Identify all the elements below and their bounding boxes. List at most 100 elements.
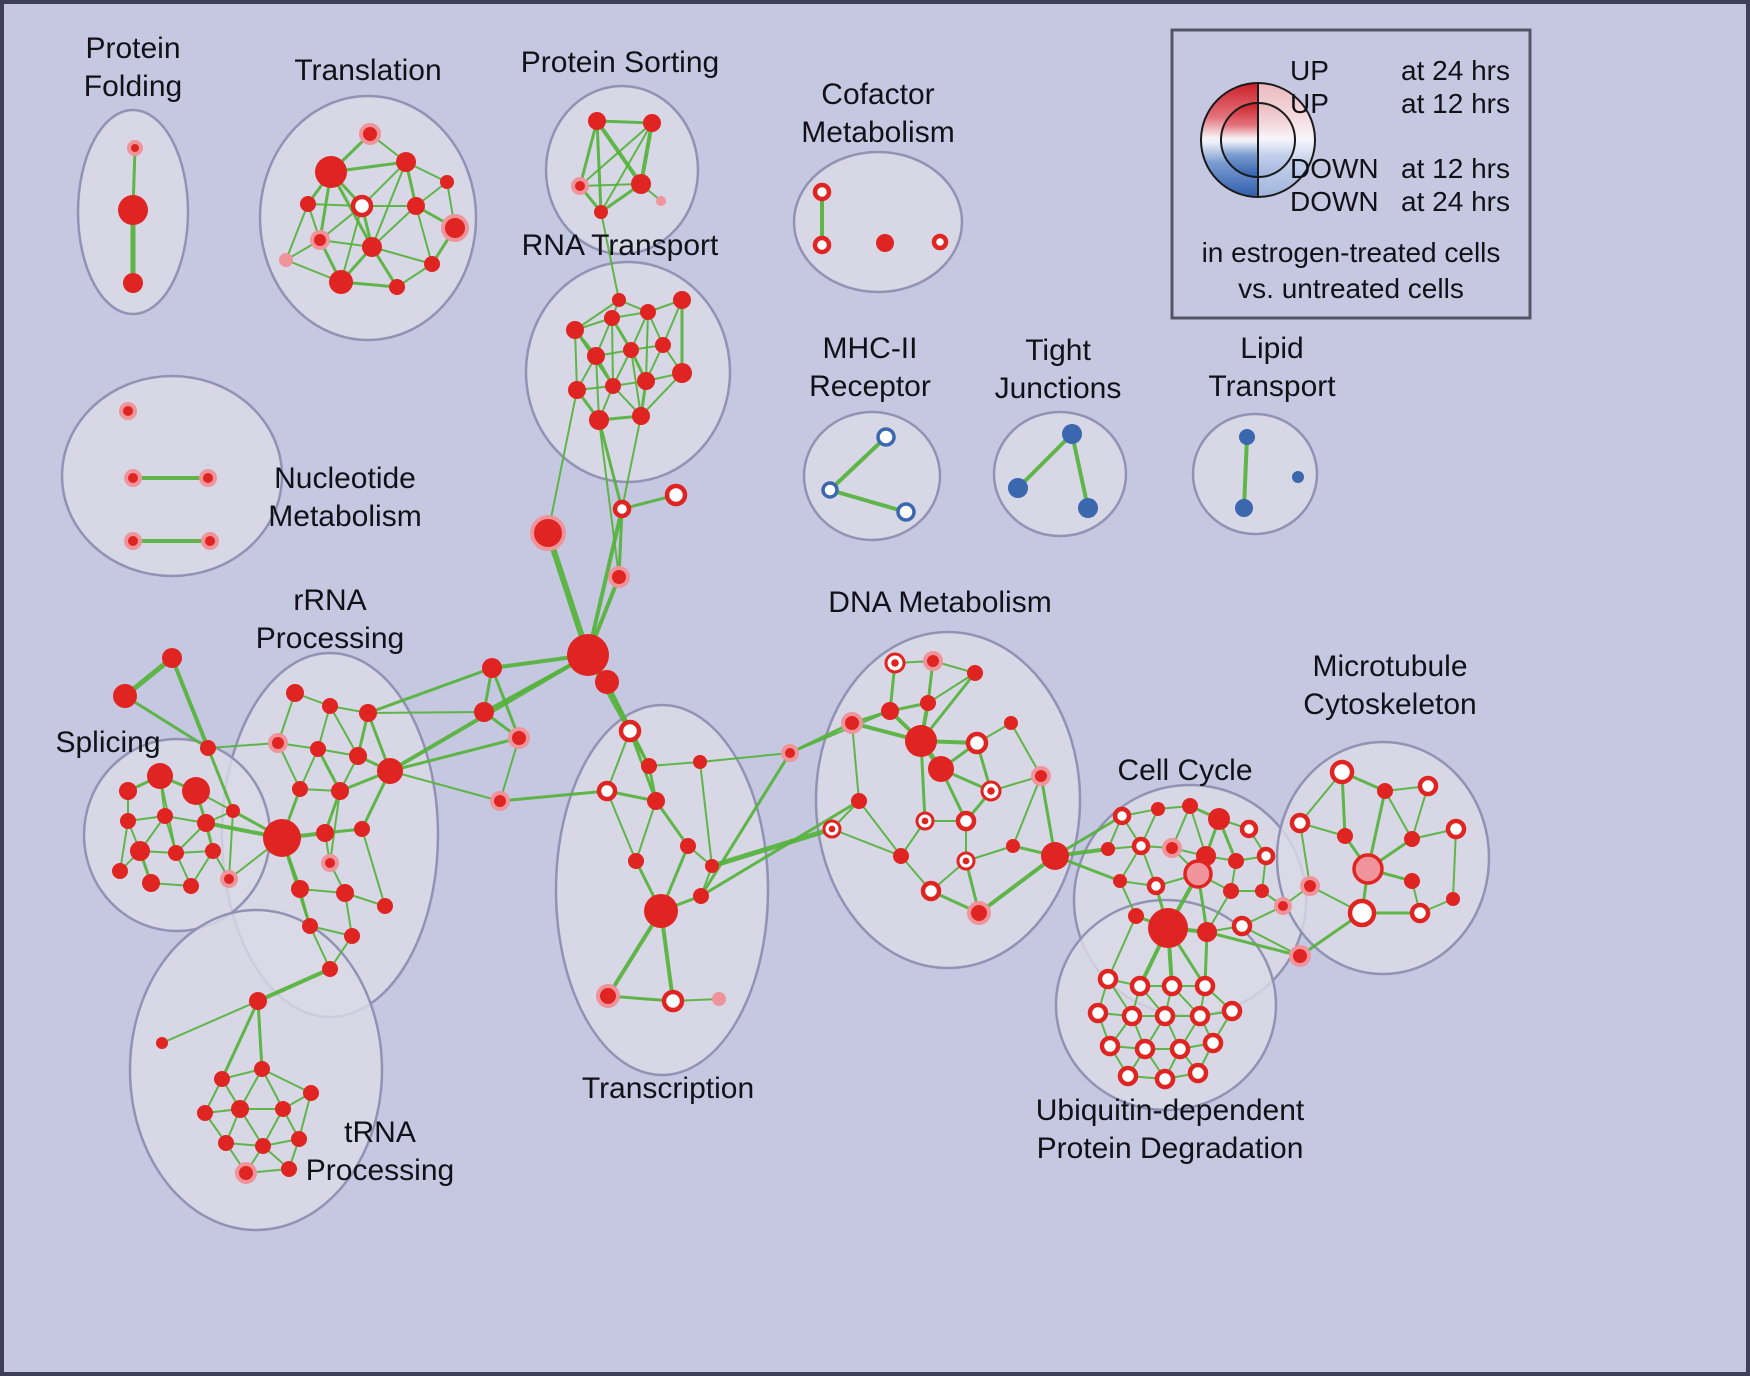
edge-mt2-mt6 xyxy=(1384,790,1413,840)
node-sp1 xyxy=(119,782,137,800)
node-mt5 xyxy=(1337,828,1353,844)
node-circle-dm10 xyxy=(1004,716,1018,730)
node-circle-c7 xyxy=(482,658,502,678)
node-c2 xyxy=(612,499,632,519)
cluster-label-protein-folding: Protein xyxy=(85,32,180,65)
node-sp13 xyxy=(112,863,128,879)
node-circle-tr4 xyxy=(440,175,454,189)
edge-tc8-dm16 xyxy=(709,826,835,869)
node-circle-rr14 xyxy=(291,880,309,898)
edge-mt4-mt10 xyxy=(1299,822,1311,887)
node-circle-dm19 xyxy=(1006,839,1020,853)
node-circle-dm9 xyxy=(965,731,989,755)
edge-tr7-tr11 xyxy=(371,205,417,248)
node-cm1 xyxy=(812,182,832,202)
node-circle-dm11 xyxy=(1031,766,1051,786)
node-circle-rt13 xyxy=(632,407,650,425)
cluster-label-splicing: Splicing xyxy=(55,726,160,759)
cluster-label-cofactor-metabolism: Metabolism xyxy=(801,116,954,149)
legend-time-label: at 24 hrs xyxy=(1401,55,1510,86)
node-dm11 xyxy=(1031,766,1051,786)
node-circle-sp4 xyxy=(120,813,136,829)
node-dot-dm1 xyxy=(891,659,899,667)
edge-rr9-rr13 xyxy=(329,790,341,864)
node-circle-c12 xyxy=(1041,842,1069,870)
node-cc1 xyxy=(1112,806,1132,826)
node-rr15 xyxy=(336,884,354,902)
node-circle-cm2 xyxy=(812,235,832,255)
node-cc20 xyxy=(1128,908,1144,924)
node-circle-rr17 xyxy=(344,928,360,944)
node-mh2 xyxy=(821,481,839,499)
cluster-label-transcription: Transcription xyxy=(582,1072,754,1105)
node-circle-ub2 xyxy=(1129,975,1151,997)
node-cc10 xyxy=(1228,853,1244,869)
node-ub8 xyxy=(1189,1005,1211,1027)
node-rt2 xyxy=(604,310,620,326)
node-tc11 xyxy=(596,984,620,1008)
node-circle-rr19 xyxy=(322,961,338,977)
node-circle-ub6 xyxy=(1121,1005,1143,1027)
node-circle-pf3 xyxy=(123,273,143,293)
node-tc6 xyxy=(680,838,696,854)
legend-inner-left-half xyxy=(1221,103,1258,177)
node-ub2 xyxy=(1129,975,1151,997)
node-circle-mt10 xyxy=(1300,876,1320,896)
node-circle-dm7 xyxy=(905,725,937,757)
node-ub5 xyxy=(1087,1002,1109,1024)
node-dot-dm18 xyxy=(962,857,970,865)
node-circle-c8 xyxy=(474,702,494,722)
node-circle-sp10 xyxy=(205,843,221,859)
node-dm21 xyxy=(967,901,991,925)
node-sp7 xyxy=(226,804,240,818)
edge-rr2-rr6 xyxy=(329,705,359,757)
node-circle-cc7 xyxy=(1131,836,1151,856)
node-cc14 xyxy=(1183,859,1213,889)
node-tc3 xyxy=(596,780,618,802)
edge-tj1-tj3 xyxy=(1070,432,1090,510)
node-lt3 xyxy=(1292,471,1304,483)
node-circle-ps4 xyxy=(631,174,651,194)
node-rr1 xyxy=(286,684,304,702)
edge-ps1-ps5 xyxy=(595,119,603,214)
node-cc3 xyxy=(1182,798,1198,814)
node-rt5 xyxy=(587,347,605,365)
node-c1 xyxy=(664,483,688,507)
legend-direction-label: UP xyxy=(1290,55,1329,86)
edge-tc5-c11 xyxy=(699,752,791,763)
node-circle-sp9 xyxy=(168,845,184,861)
edge-st2-st3 xyxy=(123,694,210,750)
node-c6 xyxy=(595,670,619,694)
node-mt7 xyxy=(1445,818,1467,840)
node-rr7 xyxy=(377,758,403,784)
node-circle-mt5 xyxy=(1337,828,1353,844)
node-circle-ub12 xyxy=(1169,1038,1191,1060)
node-circle-ps2 xyxy=(643,114,661,132)
node-circle-ub8 xyxy=(1189,1005,1211,1027)
node-rr3 xyxy=(359,704,377,722)
cluster-mhc-ii-receptor xyxy=(802,410,942,542)
node-circle-pf1 xyxy=(127,140,143,156)
node-ps2 xyxy=(643,114,661,132)
node-dm3 xyxy=(967,665,983,681)
node-circle-lt2 xyxy=(1235,499,1253,517)
node-circle-cc15 xyxy=(1223,883,1239,899)
node-tj1 xyxy=(1062,424,1082,444)
node-circle-ub3 xyxy=(1161,975,1183,997)
node-cc15 xyxy=(1223,883,1239,899)
node-tr2 xyxy=(315,156,347,188)
node-cm3 xyxy=(876,234,894,252)
edge-tc10-c11 xyxy=(699,751,792,898)
node-nm4 xyxy=(124,532,142,550)
node-sp3 xyxy=(182,777,210,805)
node-tr5 xyxy=(300,196,316,212)
node-dm13 xyxy=(851,793,867,809)
cluster-transcription xyxy=(554,703,770,1077)
node-circle-mt3 xyxy=(1417,775,1439,797)
node-tj3 xyxy=(1078,498,1098,518)
edge-ps2-ps3 xyxy=(579,122,653,187)
edge-c3-c5 xyxy=(545,530,591,658)
legend-time-label: at 12 hrs xyxy=(1401,88,1510,119)
node-rr9 xyxy=(331,782,349,800)
node-circle-nm1 xyxy=(119,402,137,420)
